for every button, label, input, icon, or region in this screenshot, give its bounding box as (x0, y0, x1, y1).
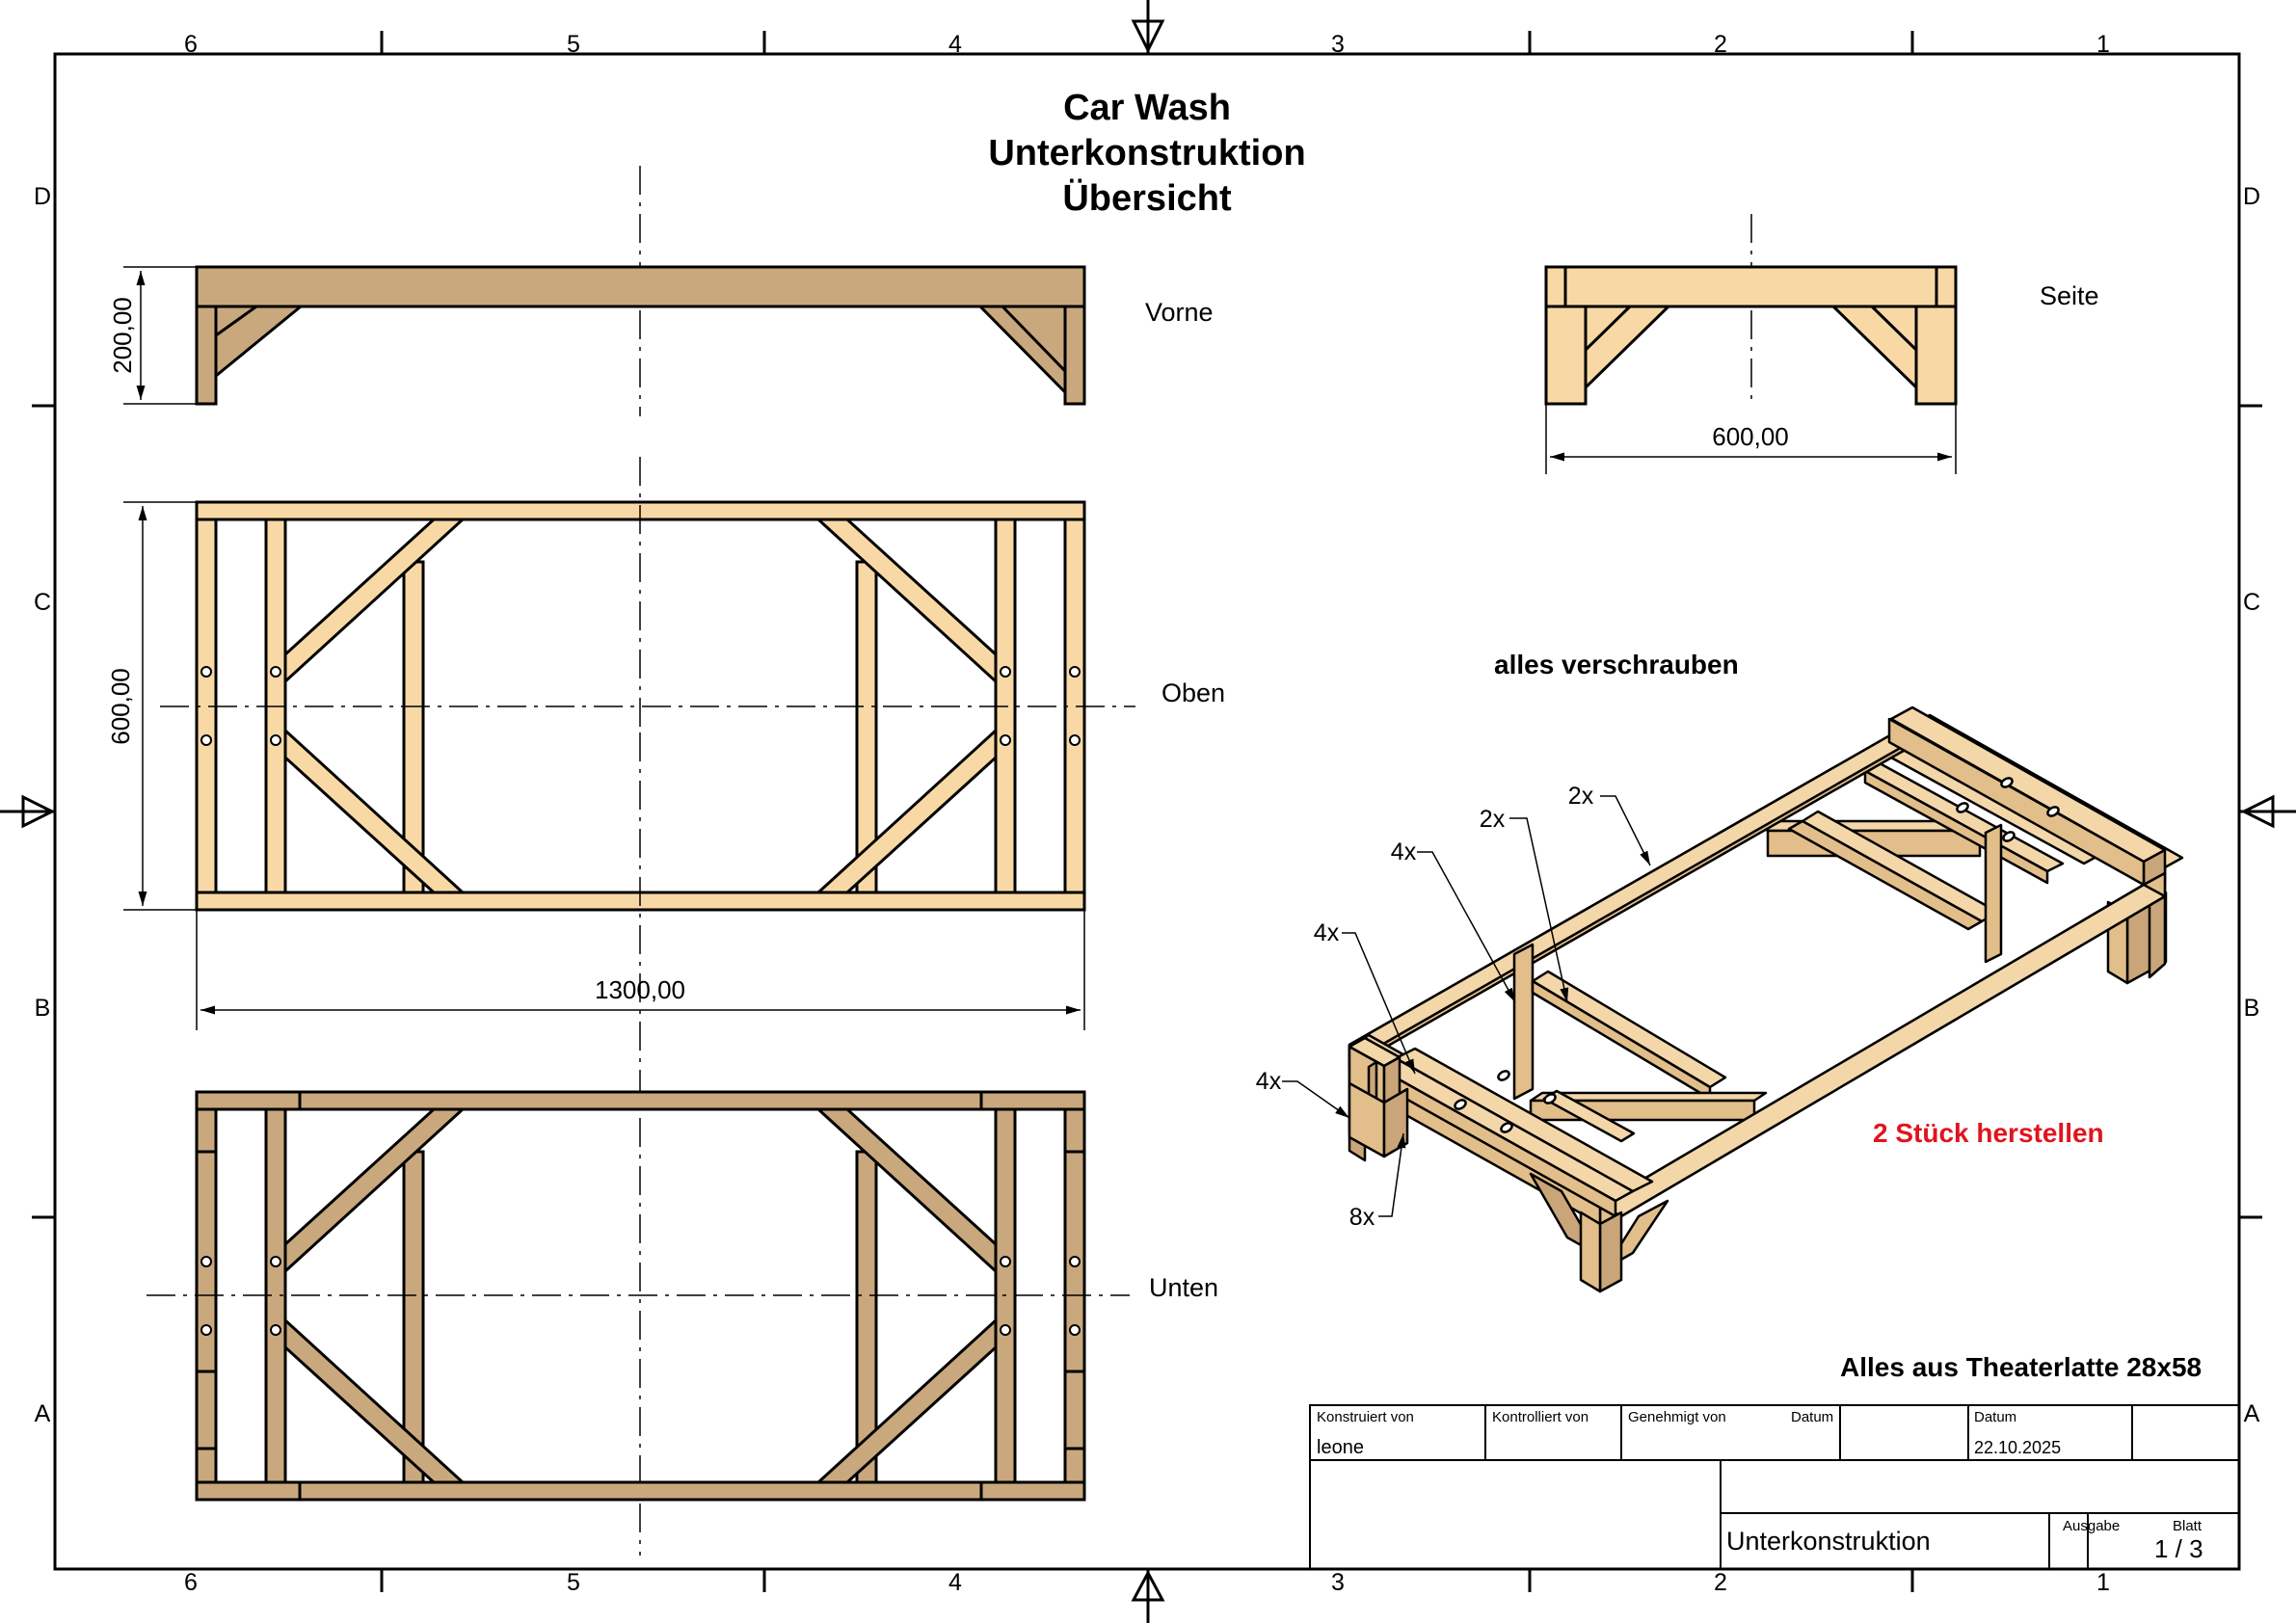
sheet-label: Blatt (2173, 1518, 2203, 1534)
callout-label: 2x (1568, 783, 1594, 810)
title-block (1309, 1404, 2240, 1570)
callout-label: 4x (1314, 919, 1340, 946)
row-labels-right: D C B A (2243, 183, 2260, 1427)
row-label: C (2243, 589, 2260, 616)
row-labels-left: D C B A (34, 183, 51, 1427)
drawing-name: Unterkonstruktion (1726, 1527, 1931, 1556)
designed-by-label: Konstruiert von (1317, 1409, 1414, 1425)
isometric-view (1348, 705, 2184, 1293)
label-side-view: Seite (2040, 281, 2099, 310)
front-view (123, 166, 1086, 416)
callout-label: 4x (1391, 838, 1417, 865)
date-value: 22.10.2025 (1974, 1438, 2061, 1457)
top-view-dimensions (123, 457, 1135, 1556)
date-label-2: Datum (1974, 1409, 2016, 1425)
column-label: 6 (184, 31, 198, 58)
column-labels-top: 6 5 4 3 2 1 (184, 31, 2110, 58)
callout-leaders (1282, 795, 1651, 1217)
dimension-height: 200,00 (108, 297, 137, 374)
column-label: 4 (948, 31, 962, 58)
column-label: 3 (1331, 1569, 1345, 1596)
label-front-view: Vorne (1145, 298, 1214, 327)
column-label: 3 (1331, 31, 1345, 58)
row-label: B (2244, 995, 2260, 1022)
column-label: 4 (948, 1569, 962, 1596)
row-label: B (35, 995, 51, 1022)
date-label-1: Datum (1791, 1409, 1833, 1425)
note-material: Alles aus Theaterlatte 28x58 (1840, 1352, 2202, 1382)
row-label: D (2243, 183, 2260, 210)
note-make-two: 2 Stück herstellen (1873, 1118, 2104, 1148)
note-screw-all: alles verschrauben (1494, 650, 1739, 679)
title-block-text: Konstruiert von leone Kontrolliert von G… (1317, 1409, 2203, 1563)
revision-label: Ausgabe (2063, 1518, 2120, 1534)
column-labels-bottom: 6 5 4 3 2 1 (184, 1569, 2110, 1596)
column-label: 5 (567, 1569, 580, 1596)
callout-label: 2x (1480, 806, 1506, 833)
column-label: 6 (184, 1569, 198, 1596)
label-bottom-view: Unten (1149, 1273, 1218, 1302)
dimension-side-depth: 600,00 (1712, 422, 1789, 451)
column-label: 1 (2096, 1569, 2110, 1596)
callouts: 2x 2x 4x 4x 4x 8x (1256, 783, 1594, 1231)
row-label: D (34, 183, 51, 210)
designed-by-value: leone (1317, 1437, 1364, 1458)
column-label: 2 (1714, 31, 1727, 58)
sheet-value: 1 / 3 (2154, 1534, 2203, 1563)
title-line-3: Übersicht (1062, 177, 1232, 219)
checked-by-label: Kontrolliert von (1492, 1409, 1589, 1425)
callout-label: 4x (1256, 1068, 1282, 1095)
title-line-2: Unterkonstruktion (988, 133, 1305, 173)
row-label: A (35, 1400, 51, 1427)
bottom-view (195, 1090, 1086, 1502)
column-label: 5 (567, 31, 580, 58)
row-label: C (34, 589, 51, 616)
zone-ticks (32, 31, 2262, 1592)
column-label: 1 (2096, 31, 2110, 58)
approved-by-label: Genehmigt von (1628, 1409, 1726, 1425)
drawing-title: Car Wash Unterkonstruktion Übersicht (988, 88, 1305, 219)
side-view (1544, 214, 1958, 474)
dimension-length: 1300,00 (595, 975, 685, 1004)
row-label: A (2244, 1400, 2260, 1427)
title-line-1: Car Wash (1063, 88, 1231, 128)
column-label: 2 (1714, 1569, 1727, 1596)
callout-label: 8x (1349, 1204, 1375, 1231)
label-top-view: Oben (1161, 678, 1225, 707)
dimension-top-depth: 600,00 (106, 668, 135, 745)
